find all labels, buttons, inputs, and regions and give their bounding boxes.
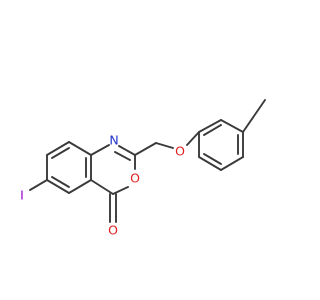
bond-group xyxy=(29,99,266,223)
bond xyxy=(114,151,131,161)
bond xyxy=(68,179,92,194)
bond xyxy=(220,156,244,171)
iodine-atom-label: I xyxy=(20,188,24,203)
bond xyxy=(29,179,48,191)
ether-oxygen-atom-label: O xyxy=(175,144,185,159)
bond xyxy=(46,179,70,194)
bond xyxy=(155,142,174,149)
bond xyxy=(198,119,222,133)
bond xyxy=(242,99,266,133)
molecule-structure: I N O O O xyxy=(20,99,266,238)
bond xyxy=(68,141,92,156)
nitrogen-atom-label: N xyxy=(109,133,118,148)
bond xyxy=(198,156,222,171)
ring-oxygen-atom-label: O xyxy=(130,171,140,186)
carbonyl-oxygen-atom-label: O xyxy=(108,223,118,238)
bond xyxy=(203,124,222,136)
bond xyxy=(51,176,70,188)
bond xyxy=(51,147,70,159)
bond xyxy=(90,144,110,156)
bond xyxy=(134,142,157,156)
structure-canvas: I N O O O xyxy=(20,99,266,238)
bond xyxy=(118,145,136,156)
bond xyxy=(46,141,70,156)
bond xyxy=(203,153,222,165)
bond xyxy=(186,131,200,146)
bond xyxy=(90,179,114,195)
bond xyxy=(112,186,129,195)
bond xyxy=(220,119,244,133)
